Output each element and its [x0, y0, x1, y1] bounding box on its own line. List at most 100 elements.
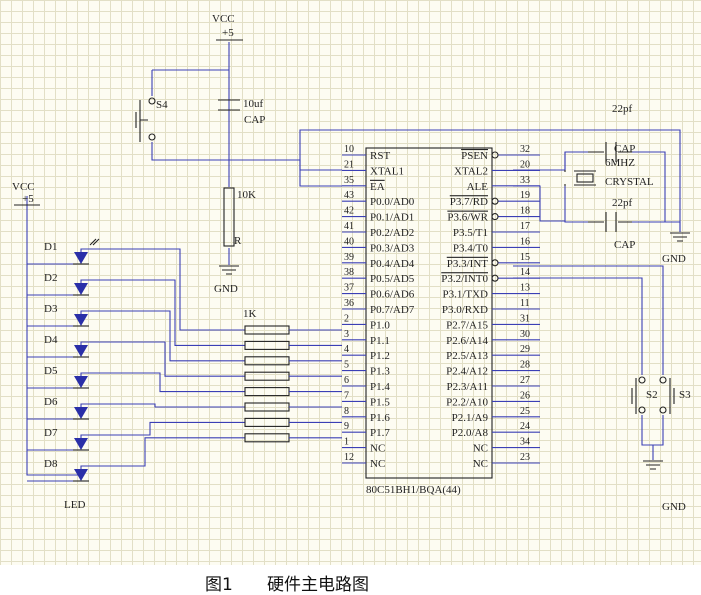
- resistor-element: [244, 433, 290, 443]
- resistor-element: [244, 371, 290, 381]
- resistor-element: [244, 417, 290, 427]
- inverter-bubble: [491, 274, 499, 282]
- led-diode-D5: [74, 376, 88, 388]
- left-pin-number: 4: [344, 344, 349, 355]
- right-pin-number: 30: [520, 329, 530, 340]
- switch-s2: S2: [631, 376, 658, 414]
- led-label-D3: D3: [44, 303, 58, 315]
- right-pin-number: 26: [520, 390, 530, 401]
- reset-resistor: 10K R: [223, 187, 256, 247]
- left-pin-number: 38: [344, 267, 354, 278]
- reset-cap-value: 10uf: [243, 98, 264, 110]
- right-pin-number: 27: [520, 375, 530, 386]
- right-pin-name: P3.5/T1: [453, 227, 488, 239]
- right-pin-name: P2.6/A14: [446, 335, 488, 347]
- left-pin-number: 39: [344, 252, 354, 263]
- right-pin-name: P3.1/TXD: [442, 289, 488, 301]
- left-pin-number: 41: [344, 221, 354, 232]
- grid-background: [0, 0, 701, 565]
- crystal-cap-bottom-name: CAP: [614, 239, 635, 251]
- right-pin-number: 17: [520, 221, 530, 232]
- led-diode-D4: [74, 345, 88, 357]
- right-pin-number: 14: [520, 267, 530, 278]
- switch-s3-label: S3: [679, 389, 691, 401]
- left-pin-name: P0.0/AD0: [370, 196, 415, 208]
- right-pin-name: P2.3/A11: [447, 381, 488, 393]
- left-pin-number: 40: [344, 236, 354, 247]
- resistor-element: [244, 402, 290, 412]
- led-diode-D7: [74, 438, 88, 450]
- reset-res-name: R: [234, 235, 242, 247]
- led-diode-D1: [74, 252, 88, 264]
- right-pin-name: P2.4/A12: [446, 366, 488, 378]
- right-pin-number: 33: [520, 175, 530, 186]
- reset-switch: S4: [135, 97, 168, 142]
- left-pin-name: P1.6: [370, 412, 390, 424]
- right-pin-name: P2.0/A8: [452, 427, 489, 439]
- power-symbols: VCC +5 VCC +5 GND GND GND: [12, 13, 690, 513]
- resistor-pack-label: 1K: [243, 308, 257, 320]
- left-pin-name: P1.1: [370, 335, 390, 347]
- left-pin-name: P0.2/AD2: [370, 227, 414, 239]
- right-pin-number: 31: [520, 313, 530, 324]
- left-pin-number: 21: [344, 159, 354, 170]
- crystal-circuit: 22pf CAP 6MHZ CRYSTAL 22pf CAP: [564, 103, 654, 251]
- right-pin-name: P3.7/RD: [450, 196, 488, 208]
- left-pin-number: 42: [344, 206, 354, 217]
- reset-circuit: S4 10uf CAP 10K R: [135, 97, 265, 247]
- right-pin-number: 32: [520, 144, 530, 155]
- crystal-cap-top-value: 22pf: [612, 103, 633, 115]
- resistor-element: [244, 340, 290, 350]
- switch-s3: S3: [659, 376, 691, 414]
- right-pin-number: 18: [520, 206, 530, 217]
- left-pin-name: P0.6/AD6: [370, 289, 415, 301]
- left-pin-name: P0.3/AD3: [370, 242, 415, 254]
- led-label-D2: D2: [44, 272, 57, 284]
- chip-right-pins: 32PSEN20XTAL233ALE19P3.7/RD18P3.6/WR17P3…: [441, 144, 540, 470]
- gnd-label-switches: GND: [662, 501, 686, 513]
- right-pin-name: P2.1/A9: [452, 412, 489, 424]
- mcu-chip: 10RST21XTAL135EA43P0.0/AD042P0.1/AD141P0…: [342, 144, 540, 496]
- right-pin-number: 28: [520, 360, 530, 371]
- led-label-D5: D5: [44, 365, 58, 377]
- reset-switch-label: S4: [156, 99, 168, 111]
- crystal-cap-top: 22pf CAP: [588, 103, 635, 162]
- right-pin-number: 16: [520, 236, 530, 247]
- led-diode-D6: [74, 407, 88, 419]
- left-pin-number: 37: [344, 283, 354, 294]
- inverter-bubble: [491, 151, 499, 159]
- right-pin-name: ALE: [467, 181, 489, 193]
- led-diode-D2: [74, 283, 88, 295]
- inverter-bubble: [491, 197, 499, 205]
- left-pin-name: P1.5: [370, 396, 390, 408]
- crystal-unit: 6MHZ CRYSTAL: [564, 157, 654, 188]
- chip-part-label: 80C51BH1/BQA(44): [366, 484, 461, 496]
- left-pin-name: P0.5/AD5: [370, 273, 415, 285]
- left-pin-number: 36: [344, 298, 354, 309]
- led-net-wire: [80, 248, 245, 331]
- wiring: [26, 42, 681, 476]
- left-pin-number: 8: [344, 406, 349, 417]
- right-pin-number: 20: [520, 159, 530, 170]
- resistor-element: [244, 325, 290, 335]
- left-pin-name: P0.1/AD1: [370, 212, 414, 224]
- switch-s2-label: S2: [646, 389, 658, 401]
- right-pin-name: NC: [473, 443, 488, 455]
- left-pin-number: 2: [344, 313, 349, 324]
- caption-title: 硬件主电路图: [267, 575, 369, 595]
- led-label-D8: D8: [44, 458, 58, 470]
- right-pin-number: 11: [520, 298, 530, 309]
- left-pin-name: P1.2: [370, 350, 390, 362]
- right-pin-number: 24: [520, 421, 530, 432]
- led-net-wire: [80, 437, 245, 469]
- chip-left-pins: 10RST21XTAL135EA43P0.0/AD042P0.1/AD141P0…: [342, 144, 415, 470]
- led-net-wire: [80, 341, 245, 377]
- left-pin-number: 9: [344, 421, 349, 432]
- left-pin-name: RST: [370, 150, 390, 162]
- right-pin-name: P3.3/INT: [447, 258, 489, 270]
- left-pin-name: NC: [370, 443, 385, 455]
- inverter-bubble: [491, 213, 499, 221]
- gnd-label-crystal: GND: [662, 253, 686, 265]
- gnd-label-reset: GND: [214, 283, 238, 295]
